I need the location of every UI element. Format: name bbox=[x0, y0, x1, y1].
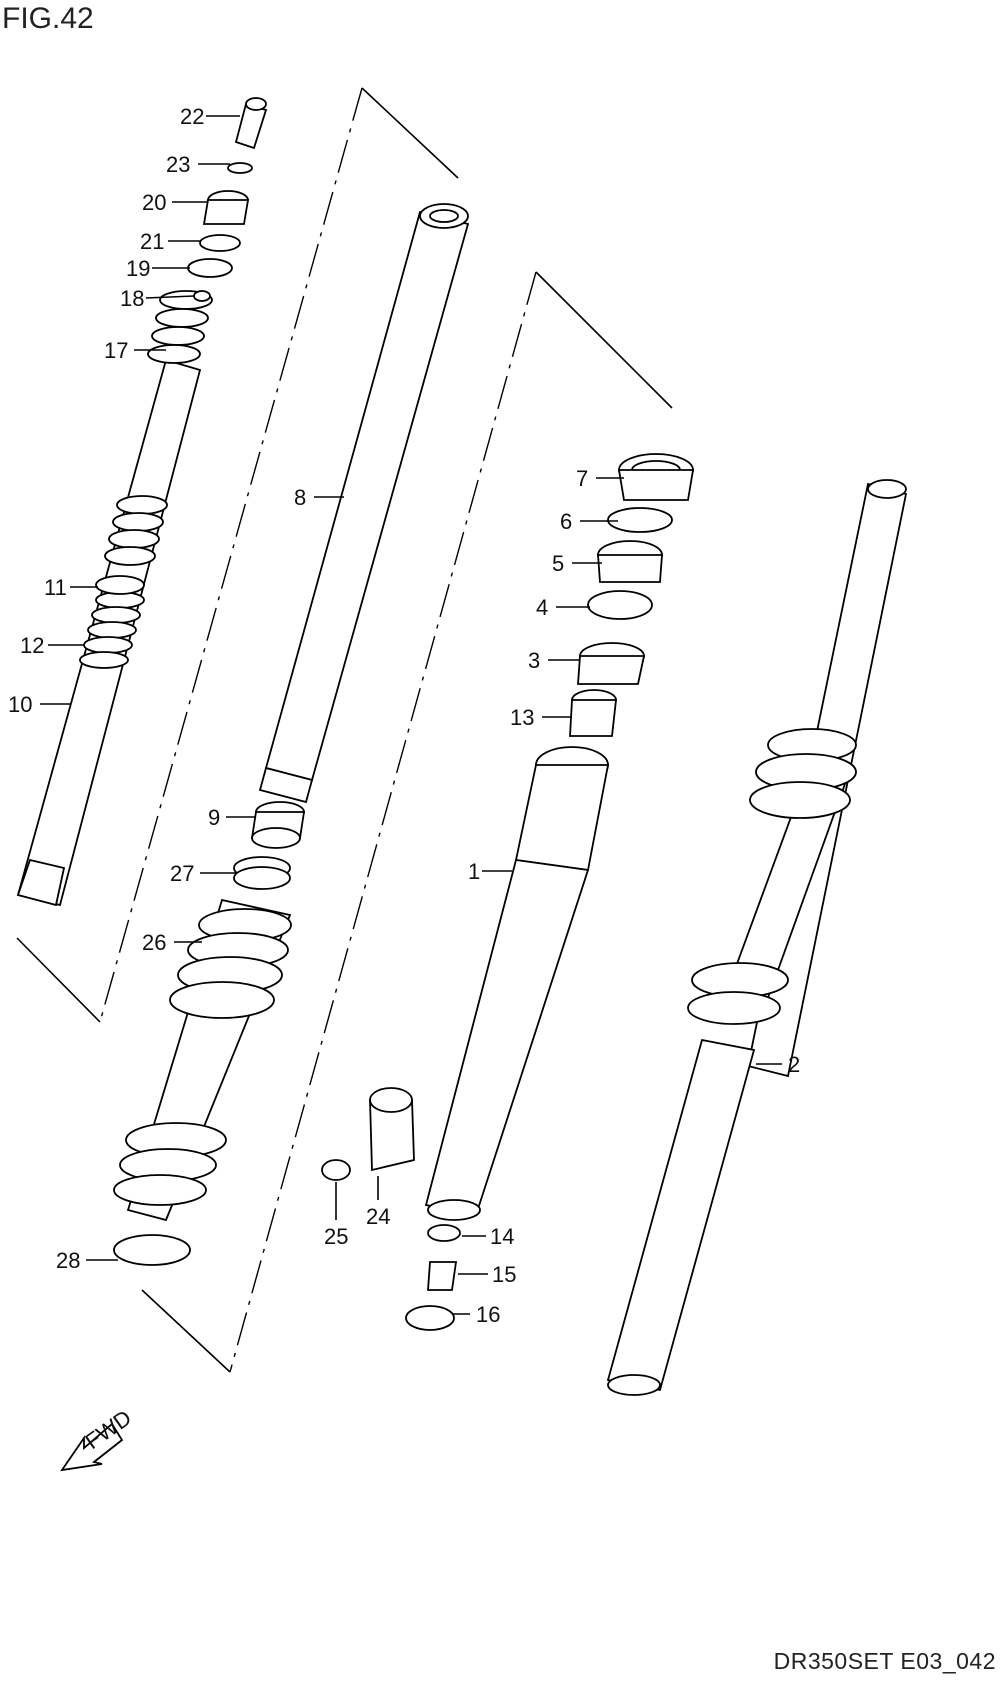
axle-holder bbox=[321, 1087, 415, 1181]
inner-tube-bushing bbox=[250, 801, 306, 849]
callout-20: 20 bbox=[142, 190, 166, 215]
callout-1: 1 bbox=[468, 859, 480, 884]
callout-13: 13 bbox=[510, 705, 534, 730]
drain-parts bbox=[405, 1224, 461, 1331]
fork-boot bbox=[113, 898, 292, 1222]
front-fork-assembly bbox=[606, 479, 908, 1396]
callout-2: 2 bbox=[788, 1052, 800, 1077]
callout-19: 19 bbox=[126, 256, 150, 281]
callout-8: 8 bbox=[294, 485, 306, 510]
group-outline-left bbox=[16, 87, 459, 1023]
callout-7: 7 bbox=[576, 466, 588, 491]
callout-26: 26 bbox=[142, 930, 166, 955]
callout-4: 4 bbox=[536, 595, 548, 620]
callout-27: 27 bbox=[170, 861, 194, 886]
group-outline-right bbox=[141, 271, 673, 1373]
figure-code: DR350SET E03_042 bbox=[773, 1648, 996, 1674]
callout-14: 14 bbox=[490, 1224, 514, 1249]
callout-3: 3 bbox=[528, 648, 540, 673]
callout-23: 23 bbox=[166, 152, 190, 177]
boot-clamp-upper bbox=[233, 856, 291, 890]
callout-6: 6 bbox=[560, 509, 572, 534]
leader-lines bbox=[40, 115, 782, 1315]
callout-28: 28 bbox=[56, 1248, 80, 1273]
callout-21: 21 bbox=[140, 229, 164, 254]
callout-10: 10 bbox=[8, 692, 32, 717]
callout-16: 16 bbox=[476, 1302, 500, 1327]
boot-clamp-lower bbox=[113, 1234, 191, 1266]
callout-11: 11 bbox=[44, 575, 67, 600]
callout-25: 25 bbox=[324, 1224, 348, 1249]
callout-5: 5 bbox=[552, 551, 564, 576]
lower-rod-spring bbox=[79, 495, 168, 669]
piston-ring-11 bbox=[95, 575, 145, 595]
seal-stack bbox=[569, 453, 695, 737]
callout-22: 22 bbox=[180, 104, 204, 129]
callout-9: 9 bbox=[208, 805, 220, 830]
fwd-arrow-icon: FWD bbox=[60, 1405, 136, 1472]
figure-title: FIG.42 bbox=[2, 2, 94, 35]
outer-tube bbox=[424, 746, 610, 1221]
inner-fork-tube bbox=[258, 203, 470, 804]
callout-17: 17 bbox=[104, 338, 128, 363]
callout-12: 12 bbox=[20, 633, 44, 658]
callout-18: 18 bbox=[120, 286, 144, 311]
callout-15: 15 bbox=[492, 1262, 516, 1287]
cap-bolt-stack bbox=[187, 97, 268, 302]
callout-24: 24 bbox=[366, 1204, 390, 1229]
